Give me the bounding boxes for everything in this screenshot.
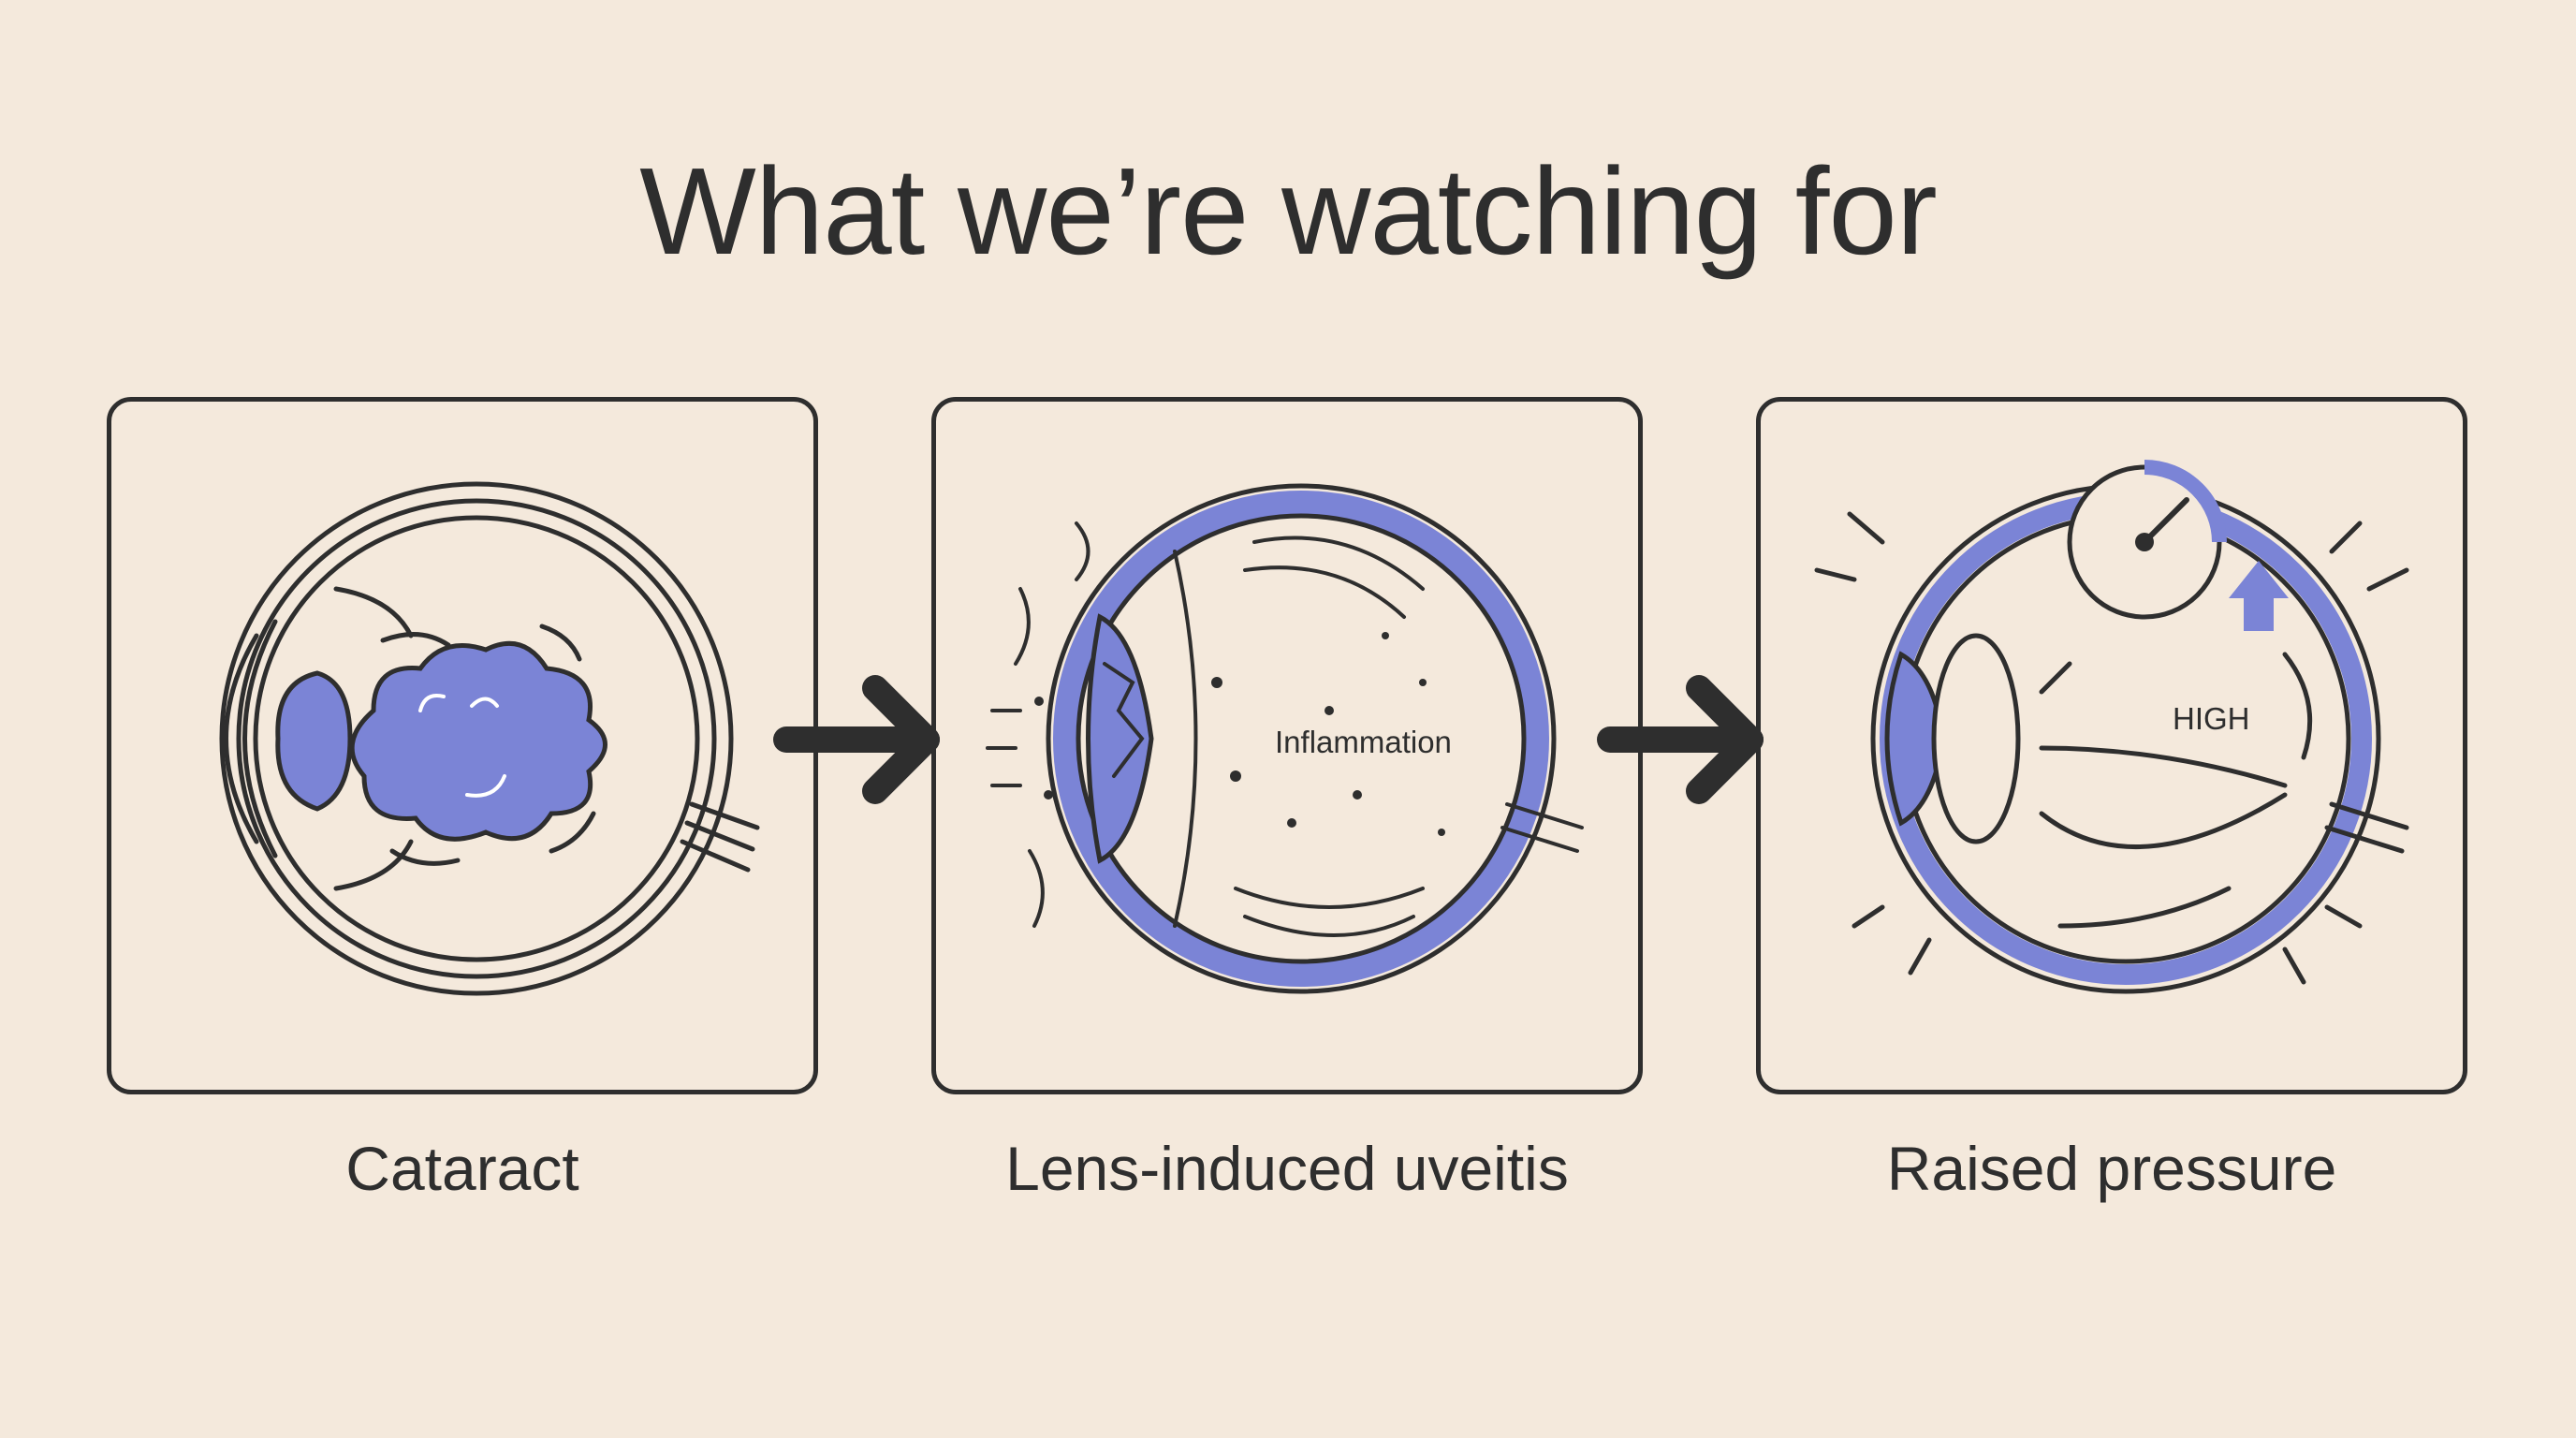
panel-uveitis: Inflammation	[931, 397, 1643, 1094]
pressure-gauge-eye-icon	[1761, 402, 2472, 1099]
page-title: What we’re watching for	[0, 140, 2576, 282]
caption-uveitis: Lens-induced uveitis	[931, 1133, 1643, 1204]
arrow-right-icon	[1591, 669, 1778, 810]
arrow-right-icon	[768, 669, 955, 810]
caption-raised-pressure: Raised pressure	[1756, 1133, 2467, 1204]
inflammation-label: Inflammation	[1275, 725, 1452, 760]
panel-raised-pressure: HIGH	[1756, 397, 2467, 1094]
high-pressure-label: HIGH	[2173, 701, 2250, 737]
panel-cataract	[107, 397, 818, 1094]
cloudy-lens-eye-icon	[111, 402, 823, 1099]
caption-cataract: Cataract	[107, 1133, 818, 1204]
